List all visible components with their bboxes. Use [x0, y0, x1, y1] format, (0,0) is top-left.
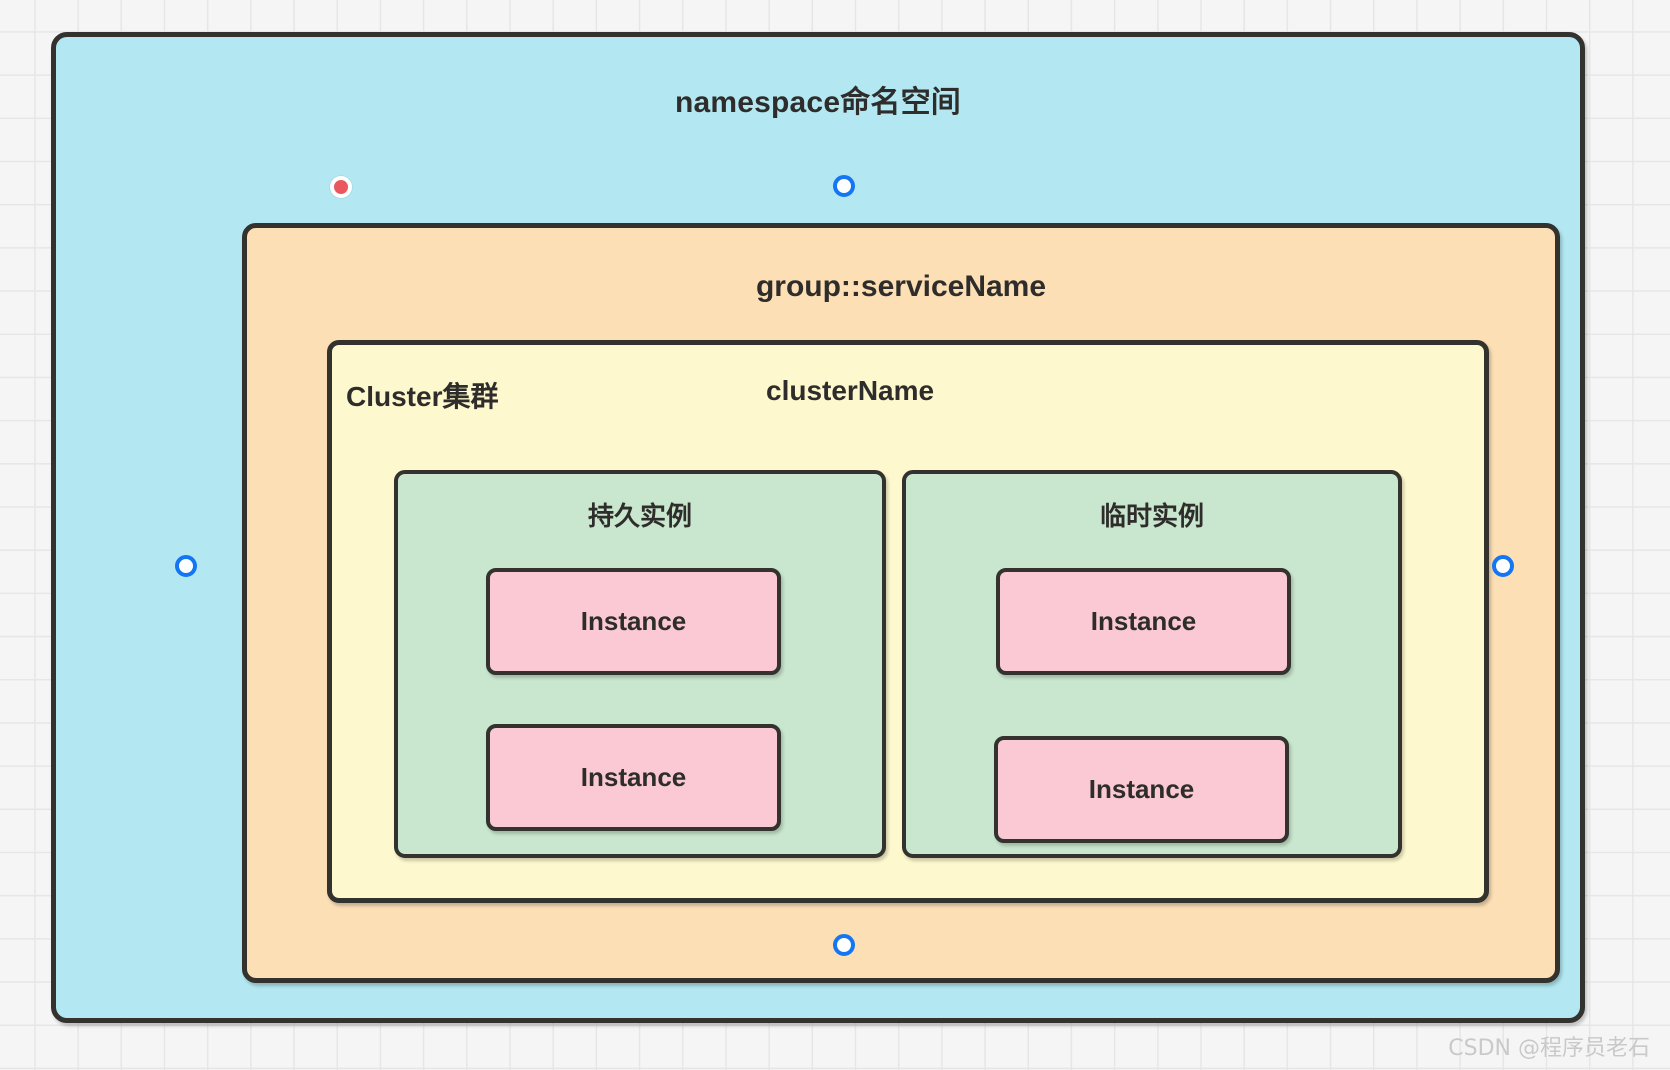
namespace-container[interactable]: namespace命名空间 group::serviceName Cluster… — [51, 32, 1585, 1023]
instance-group-persistent[interactable]: 持久实例 Instance Instance — [394, 470, 886, 858]
right-resize-handle-icon[interactable] — [1492, 555, 1514, 577]
instance-group-temporary-title: 临时实例 — [1099, 501, 1204, 531]
watermark: CSDN @程序员老石 — [1448, 1036, 1650, 1061]
instance-node[interactable]: Instance — [996, 568, 1291, 675]
instance-node[interactable]: Instance — [994, 736, 1289, 843]
instance-node[interactable]: Instance — [486, 568, 781, 675]
instance-label: Instance — [580, 606, 687, 636]
left-resize-handle-icon[interactable] — [175, 555, 197, 577]
instance-label: Instance — [580, 762, 687, 792]
service-group-title: group::serviceName — [755, 270, 1047, 303]
instance-group-temporary[interactable]: 临时实例 Instance Instance — [902, 470, 1402, 858]
service-group-container[interactable]: group::serviceName Cluster集群 clusterName… — [242, 223, 1560, 983]
cluster-name: clusterName — [766, 375, 935, 406]
cluster-label: Cluster集群 — [346, 381, 499, 412]
instance-node[interactable]: Instance — [486, 724, 781, 831]
instance-label: Instance — [1090, 606, 1197, 636]
instance-group-persistent-title: 持久实例 — [587, 501, 692, 531]
namespace-title: namespace命名空间 — [674, 86, 962, 119]
source-handle-icon[interactable] — [330, 176, 352, 198]
bottom-resize-handle-icon[interactable] — [833, 934, 855, 956]
instance-label: Instance — [1088, 774, 1195, 804]
top-resize-handle-icon[interactable] — [833, 175, 855, 197]
cluster-container[interactable]: Cluster集群 clusterName 持久实例 Instance Inst… — [327, 340, 1489, 903]
